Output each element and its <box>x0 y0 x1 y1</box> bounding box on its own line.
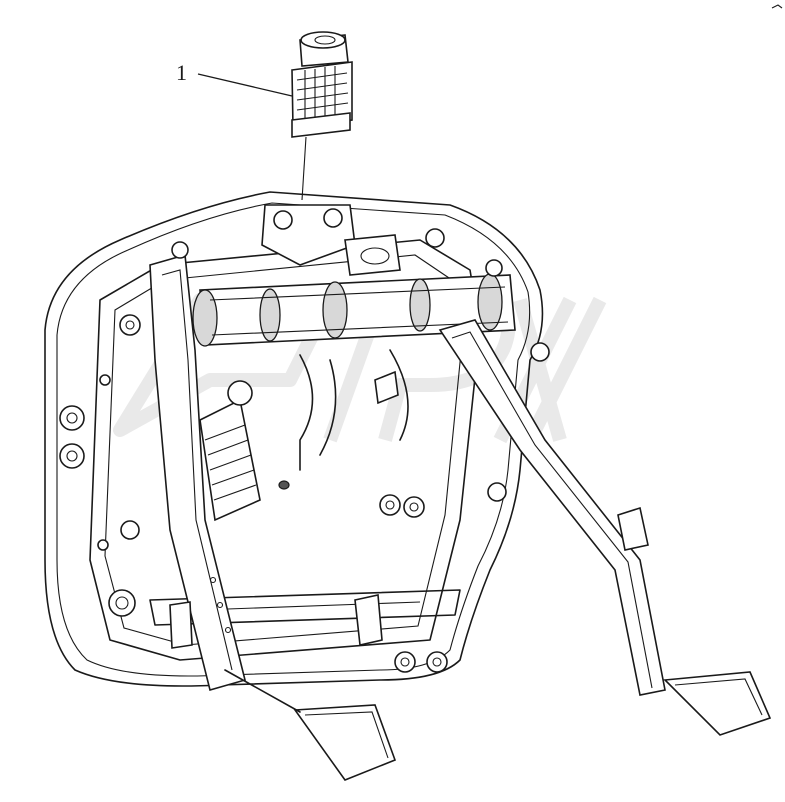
callout-leader-1 <box>197 73 293 97</box>
mounting-plate <box>44 191 544 687</box>
switch-bracket <box>261 204 445 276</box>
brake-pedal <box>438 319 772 736</box>
linkage-rods <box>299 349 409 471</box>
brake-light-switch <box>291 31 353 201</box>
pivot-shaft <box>192 273 516 347</box>
master-cylinder <box>199 380 261 522</box>
clutch-pedal <box>149 253 397 781</box>
fittings <box>97 241 503 649</box>
callout-label-1: 1 <box>176 60 187 85</box>
corner-mark <box>771 4 783 9</box>
mounting-bolts <box>59 314 550 673</box>
